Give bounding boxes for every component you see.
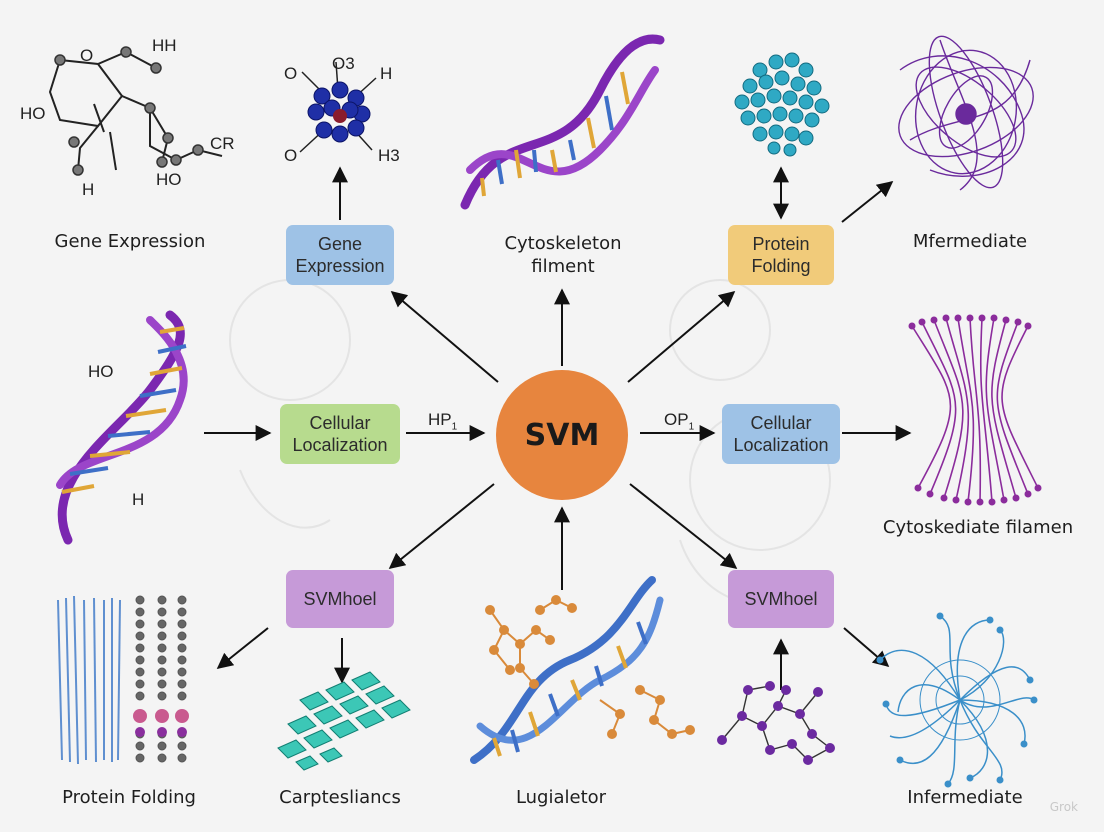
atom-label: HO [88,362,114,381]
protein-tangle-top-right [898,35,1034,191]
cellular-localization-right-box: Cellular Localization [722,404,840,464]
atom-label: H [380,64,393,83]
cellular-localization-left-box: Cellular Localization [280,404,400,464]
box-line: Folding [751,256,811,276]
atom-label: CR [210,134,235,153]
protein-folding-box: Protein Folding [728,225,834,285]
filament-rods-bottom-left [57,595,189,765]
box-line: Expression [295,256,385,276]
arrow-label-left: HP1 [428,410,458,433]
caption-line: Cytoskeleton [504,233,622,254]
arrow-hub-to-svm-left [388,483,495,570]
box-line: Gene [317,234,363,254]
caption-cytoskediate-filamen: Cytoskediate filamen [882,517,1074,538]
dna-helix-bottom-center [470,576,695,764]
protein-globule-top-right [734,52,830,157]
gene-expression-box: Gene Expression [286,225,394,285]
atom-label: H [132,490,145,509]
molecule-cluster-top-center [299,61,377,153]
box-line: Localization [292,435,388,455]
arrow-protein-to-mfermediate [841,181,894,223]
box-line: Cellular [309,413,371,433]
atom-label: O3 [332,54,355,73]
svm-model-right-box: SVMhoel [728,570,834,628]
molecule-structure-top-left [48,46,223,176]
caption-gene-expression: Gene Expression [54,231,206,252]
arrow-label-right: OP1 [664,410,695,433]
svm-hub: SVM [496,370,628,500]
box-line: Protein [752,234,810,254]
arrow-hub-to-svm-right [629,483,738,569]
caption-infermediate: Infermediate [907,787,1023,808]
caption-cytoskeleton: Cytoskeleton filment [480,232,646,278]
dna-helix-left [56,310,188,545]
caption-protein-folding: Protein Folding [62,787,196,808]
fiber-network-bottom-right [876,612,1038,788]
node-network-bottom-right [717,681,835,765]
atom-label: O [284,64,298,83]
watermark: Grok [1049,800,1078,814]
box-line: Cellular [750,413,812,433]
caption-line: filment [531,256,595,277]
atom-label: HO [156,170,182,189]
arrow-svm-left-to-protein [216,627,269,669]
dna-helix-top-center [460,34,665,210]
arrow-hub-to-protein-folding [627,290,736,383]
tile-lattice-bottom [277,671,411,771]
atom-label: H3 [378,146,400,165]
atom-label: O [80,46,94,65]
atom-label: HH [152,36,177,55]
filament-bundle-right [908,314,1042,506]
caption-carptesliancs: Carptesliancs [279,787,401,808]
atom-label: H [82,180,95,199]
atom-label: O [284,146,298,165]
box-line: Localization [733,435,829,455]
caption-lugialetor: Lugialetor [515,787,607,808]
arrow-hub-to-gene-expression [390,290,499,383]
caption-mfermediate: Mfermediate [912,231,1028,252]
svm-model-left-box: SVMhoel [286,570,394,628]
atom-label: HO [20,104,46,123]
